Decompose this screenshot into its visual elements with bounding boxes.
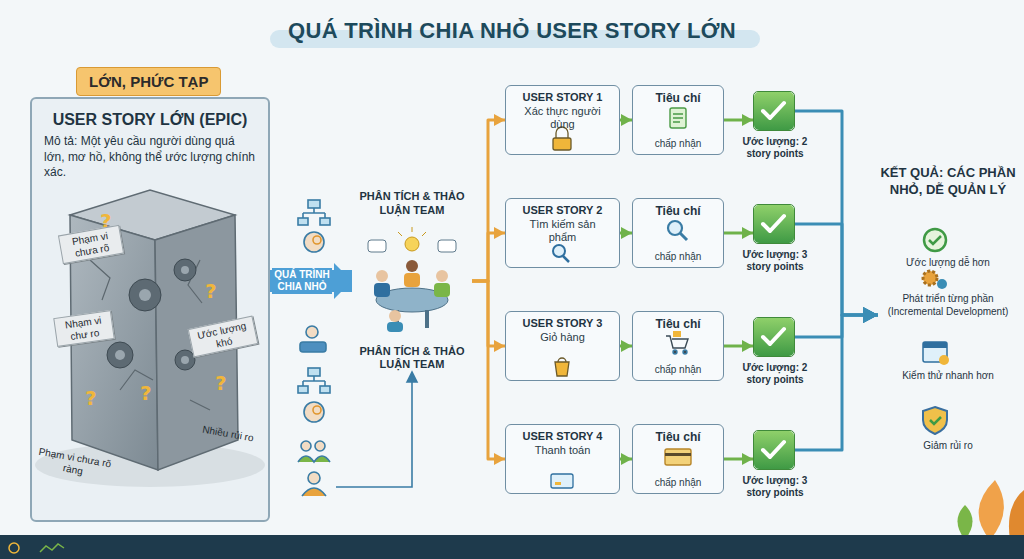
connector-arrow (724, 119, 753, 122)
crit-node: Tiêu chí chấp nhận (632, 424, 724, 494)
criteria-subtitle: chấp nhận (633, 364, 723, 375)
connector-arrow (620, 458, 632, 461)
crit-node: Tiêu chí chấp nhận (632, 198, 724, 268)
criteria-heading: Tiêu chí (633, 204, 723, 218)
story-heading: USER STORY 4 (510, 430, 615, 442)
result-node: KẾT QUẢ: CÁC PHẦN NHỎ, DỄ QUẢN LÝ Ước lượ… (878, 165, 1018, 465)
connector-arrow (620, 232, 632, 235)
criteria-heading: Tiêu chí (633, 317, 723, 331)
team-node: PHÂN TÍCH & THẢO LUẬN TEAM PHÂN TÍCH & TH… (352, 190, 472, 372)
result-item: Phát triển từng phần (Incremental Develo… (878, 293, 1018, 318)
svg-text:?: ? (85, 386, 97, 410)
story-node: USER STORY 2 Tìm kiếm sản phẩm (505, 198, 620, 268)
estimate-text: Ước lượng: 3 story points (732, 475, 818, 499)
story-node: USER STORY 4 Thanh toán (505, 424, 620, 494)
team-meeting (368, 227, 456, 332)
diagram-title: QUÁ TRÌNH CHIA NHỎ USER STORY LỚN (0, 18, 1024, 44)
connector-arrow (620, 345, 632, 348)
criteria-heading: Tiêu chí (633, 91, 723, 105)
check-node: Ước lượng: 2 story points (753, 91, 795, 131)
epic-panel (31, 98, 269, 521)
connector-arrow (620, 119, 632, 122)
result-item: Kiểm thử nhanh hơn (878, 370, 1018, 383)
sticky-note: Nhạm vi chư ro (53, 310, 114, 347)
criteria-subtitle: chấp nhận (633, 138, 723, 149)
svg-text:?: ? (140, 381, 152, 405)
connector-arrow (724, 232, 753, 235)
estimate-text: Ước lượng: 2 story points (732, 362, 818, 386)
edge-label: QUÁ TRÌNH CHIA NHỎ (272, 268, 332, 294)
criteria-heading: Tiêu chí (633, 430, 723, 444)
connector-arrow (472, 120, 505, 281)
svg-text:?: ? (215, 371, 227, 395)
epic-heading: USER STORY LỚN (EPIC) (44, 111, 256, 129)
check-node: Ước lượng: 2 story points (753, 317, 795, 357)
footer-band (0, 535, 1024, 559)
connector-arrow (724, 345, 753, 348)
result-item: Giảm rủi ro (878, 440, 1018, 453)
stone-label: Phạm vi chưa rõ ràng (33, 445, 116, 482)
epic-description: Mô tả: Một yêu cầu người dùng quá lớn, m… (44, 134, 256, 181)
connector-arrow (795, 224, 878, 315)
connector-arrow (472, 281, 505, 459)
footer-logo (9, 543, 64, 553)
story-heading: USER STORY 1 (510, 91, 615, 103)
size-tag: LỚN, PHỨC TẠP (76, 67, 221, 96)
connector-arrow (724, 458, 753, 461)
check-node: Ước lượng: 3 story points (753, 430, 795, 470)
result-item: Ước lượng dễ hơn (878, 257, 1018, 270)
crit-node: Tiêu chí chấp nhận (632, 311, 724, 381)
story-subtitle: Thanh toán (520, 444, 606, 457)
team-label: PHÂN TÍCH & THẢO LUẬN TEAM (352, 345, 472, 373)
connector-arrow (795, 315, 878, 337)
result-heading: KẾT QUẢ: CÁC PHẦN NHỎ, DỄ QUẢN LÝ (878, 165, 1018, 199)
connector-arrow (795, 111, 878, 315)
criteria-subtitle: chấp nhận (633, 477, 723, 488)
story-heading: USER STORY 3 (510, 317, 615, 329)
criteria-icons (665, 108, 691, 465)
leaves (958, 480, 1024, 540)
connector-arrow (472, 233, 505, 281)
estimate-text: Ước lượng: 3 story points (732, 249, 818, 273)
stone-block: ????? (35, 190, 265, 487)
story-subtitle: Giỏ hàng (520, 331, 606, 344)
check-node: Ước lượng: 3 story points (753, 204, 795, 244)
estimate-text: Ước lượng: 2 story points (732, 136, 818, 160)
crit-node: Tiêu chí chấp nhận (632, 85, 724, 155)
connector-arrow (795, 315, 878, 450)
story-node: USER STORY 3 Giỏ hàng (505, 311, 620, 381)
story-heading: USER STORY 2 (510, 204, 615, 216)
criteria-subtitle: chấp nhận (633, 251, 723, 262)
box-fills (506, 86, 723, 493)
sticky-note: Phạm vi chưa rõ (58, 225, 124, 264)
story-node: USER STORY 1 Xác thực người dùng (505, 85, 620, 155)
svg-text:?: ? (205, 279, 217, 303)
stone-label: Nhiều rủi ro (195, 423, 260, 445)
sticky-note: Ước lượng khó (188, 315, 259, 357)
story-subtitle: Xác thực người dùng (520, 105, 606, 131)
team-label: PHÂN TÍCH & THẢO LUẬN TEAM (352, 190, 472, 218)
story-subtitle: Tìm kiếm sản phẩm (520, 218, 606, 244)
